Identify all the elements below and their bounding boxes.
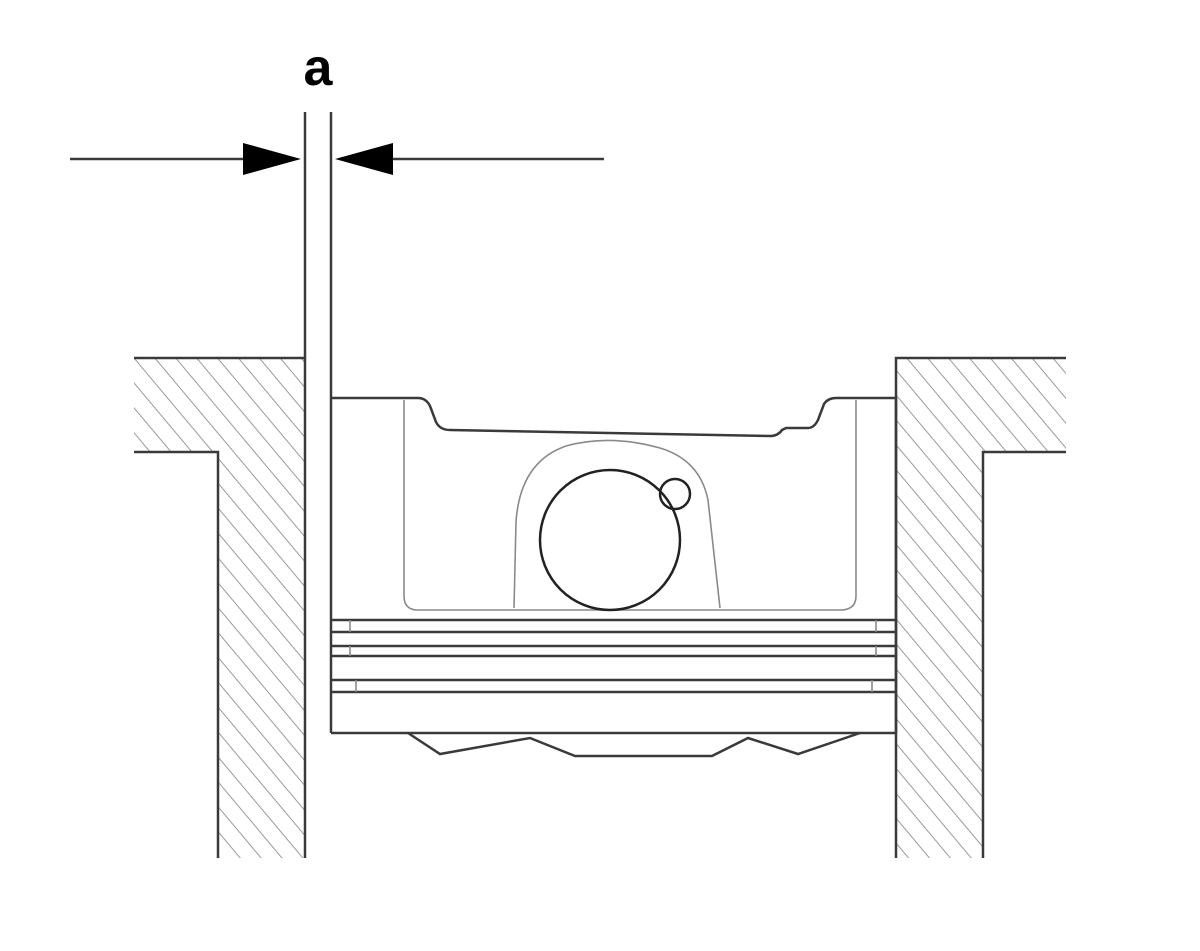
piston-rings [331, 618, 896, 735]
piston-skirt-bottom [407, 731, 861, 758]
dimension-arrow-left [70, 143, 301, 175]
left-cylinder-wall [134, 356, 307, 858]
oil-hole [658, 477, 692, 511]
right-cylinder-wall [894, 356, 1066, 858]
dimension-arrow-right [335, 143, 604, 175]
piston [329, 396, 898, 758]
clearance-dimension-label: a [303, 39, 333, 97]
piston-pin [538, 468, 682, 612]
